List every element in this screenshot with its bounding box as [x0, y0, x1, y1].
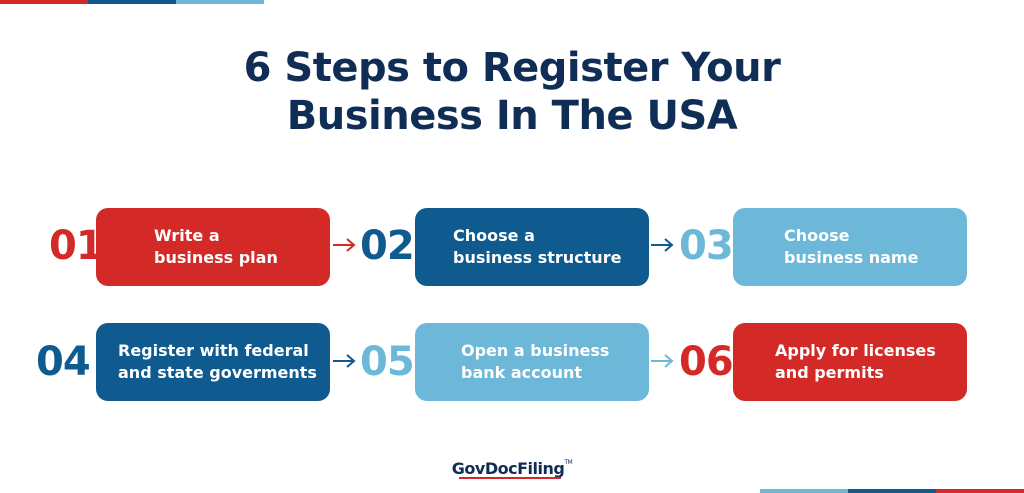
top-bar-navy — [88, 0, 176, 4]
step-text-04-line-1: Register with federal — [118, 341, 309, 360]
step-number-06: 06 — [679, 339, 734, 385]
top-bar-light — [176, 0, 264, 4]
step-box-06: Apply for licenses and permits — [733, 323, 967, 401]
step-text-02-line-1: Choose a — [453, 226, 535, 245]
step-text-05-line-2: bank account — [461, 363, 583, 382]
logo-text: GovDocFiling — [451, 459, 565, 478]
top-bar-red — [0, 0, 88, 4]
arrow-right-icon — [651, 354, 674, 368]
step-number-03: 03 — [679, 223, 734, 269]
step-text-03-line-1: Choose — [784, 226, 850, 245]
step-text-03-line-2: business name — [784, 248, 919, 267]
step-box-02: Choose a business structure — [415, 208, 649, 286]
step-box-01: Write a business plan — [96, 208, 330, 286]
step-number-02: 02 — [360, 223, 415, 269]
bottom-bar-navy — [848, 489, 936, 493]
arrow-right-icon — [333, 238, 356, 252]
arrow-right-icon — [333, 354, 356, 368]
step-text-05-line-1: Open a business — [461, 341, 610, 360]
step-text-06-line-2: and permits — [775, 363, 884, 382]
brand-logo: GovDocFilingTM — [0, 459, 1024, 478]
step-text-06-line-1: Apply for licenses — [775, 341, 936, 360]
logo-underline — [459, 477, 561, 479]
step-number-01: 01 — [49, 223, 104, 269]
step-number-04: 04 — [36, 339, 91, 385]
step-text-01-line-1: Write a — [154, 226, 220, 245]
step-text-01-line-2: business plan — [154, 248, 278, 267]
logo-trademark: TM — [564, 459, 573, 466]
title-line-1: 6 Steps to Register Your — [243, 45, 781, 91]
step-box-03: Choose business name — [733, 208, 967, 286]
step-box-05: Open a business bank account — [415, 323, 649, 401]
step-box-04: Register with federal and state govermen… — [96, 323, 330, 401]
bottom-bar-light — [760, 489, 848, 493]
step-text-04-line-2: and state goverments — [118, 363, 317, 382]
bottom-bar-red — [936, 489, 1024, 493]
step-number-05: 05 — [360, 339, 415, 385]
step-text-02-line-2: business structure — [453, 248, 622, 267]
title-line-2: Business In The USA — [286, 93, 738, 139]
page-title: 6 Steps to Register Your Business In The… — [0, 44, 1024, 140]
arrow-right-icon — [651, 238, 674, 252]
